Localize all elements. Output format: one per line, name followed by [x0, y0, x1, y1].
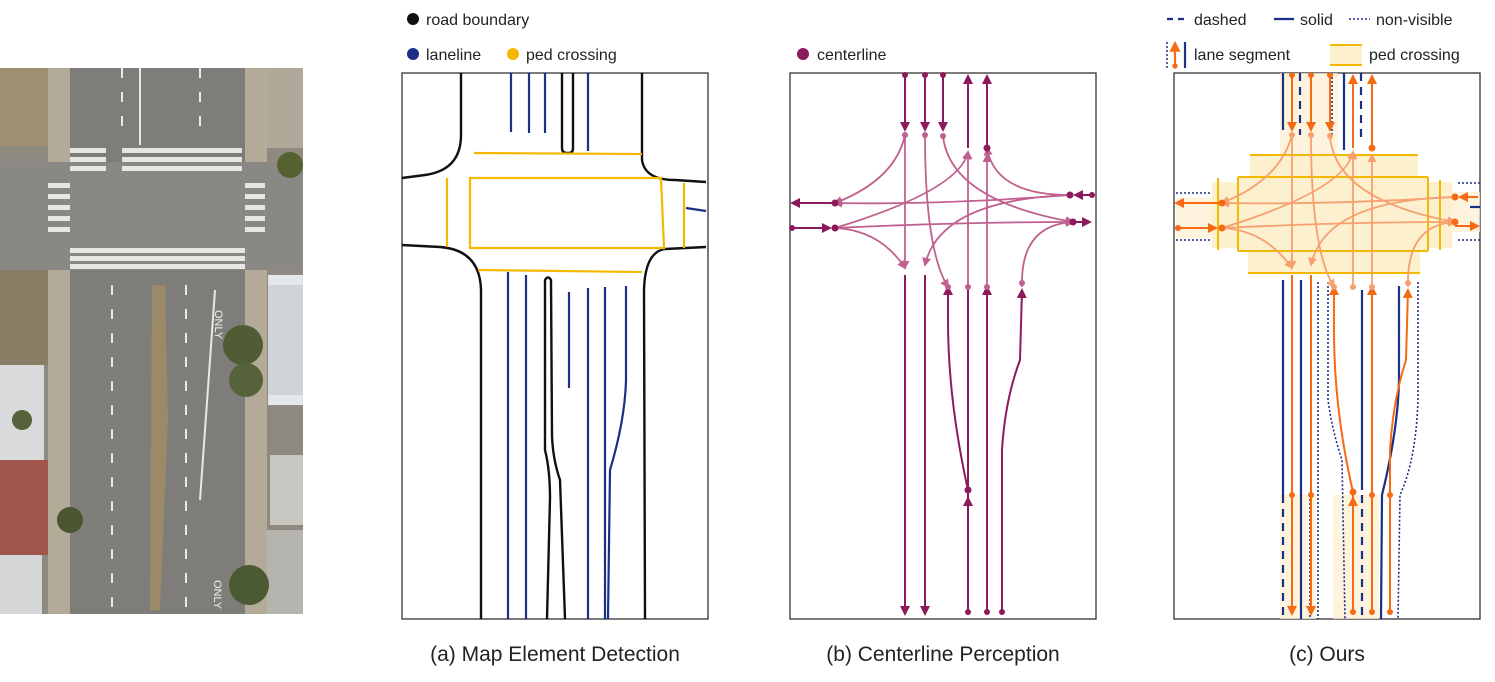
ped-crossing-c-legend-label: ped crossing: [1369, 47, 1460, 64]
panel-a-legend: road boundary laneline ped crossing: [407, 12, 617, 64]
non-visible-legend-label: non-visible: [1376, 12, 1453, 29]
lane-segment-legend-label: lane segment: [1194, 47, 1291, 64]
centerline-nodes: [789, 72, 1095, 615]
centerlines: [790, 74, 1092, 616]
panel-a-map: [401, 72, 709, 620]
ped-crossing-c-legend-icon: [1330, 44, 1362, 66]
lane-segment-legend-icon: [1166, 40, 1187, 69]
road-marking-1: ONLY: [212, 310, 224, 340]
centerline-legend-label: centerline: [817, 47, 886, 64]
panel-b-legend: centerline: [797, 47, 886, 64]
centerline-connectors: [833, 134, 1075, 289]
centerline-nodes-light: [902, 132, 1025, 290]
panel-c-legend: dashed solid non-visible lane segment pe…: [1166, 12, 1460, 69]
solid-legend-label: solid: [1300, 12, 1333, 29]
lane-segment-connectors: [1220, 134, 1457, 289]
dashed-lane-boundaries-c: [1281, 73, 1364, 619]
road-marking-2: ONLY: [211, 580, 223, 610]
dashed-legend-label: dashed: [1194, 12, 1247, 29]
panel-c-map: [1173, 72, 1481, 620]
lanelines: [506, 73, 707, 620]
ped-crossings: [445, 151, 686, 274]
lane-segments: [1174, 74, 1480, 616]
caption-b: (b) Centerline Perception: [826, 643, 1059, 666]
road-boundary-legend-dot: [407, 13, 419, 25]
lane-segment-nodes-light: [1289, 132, 1411, 290]
aerial-image: ONLY ONLY: [0, 68, 303, 614]
panel-b-frame: [789, 72, 1097, 620]
laneline-legend-dot: [407, 48, 419, 60]
ped-crossing-legend-dot: [507, 48, 519, 60]
panel-a-frame: [401, 72, 709, 620]
laneline-legend-label: laneline: [426, 47, 481, 64]
lane-segment-nodes: [1175, 73, 1459, 615]
caption-c: (c) Ours: [1289, 643, 1365, 666]
centerline-legend-dot: [797, 48, 809, 60]
caption-a: (a) Map Element Detection: [430, 643, 680, 666]
ped-crossing-legend-label: ped crossing: [526, 47, 617, 64]
panel-b-map: [789, 72, 1097, 620]
road-boundary-legend-label: road boundary: [426, 12, 529, 29]
